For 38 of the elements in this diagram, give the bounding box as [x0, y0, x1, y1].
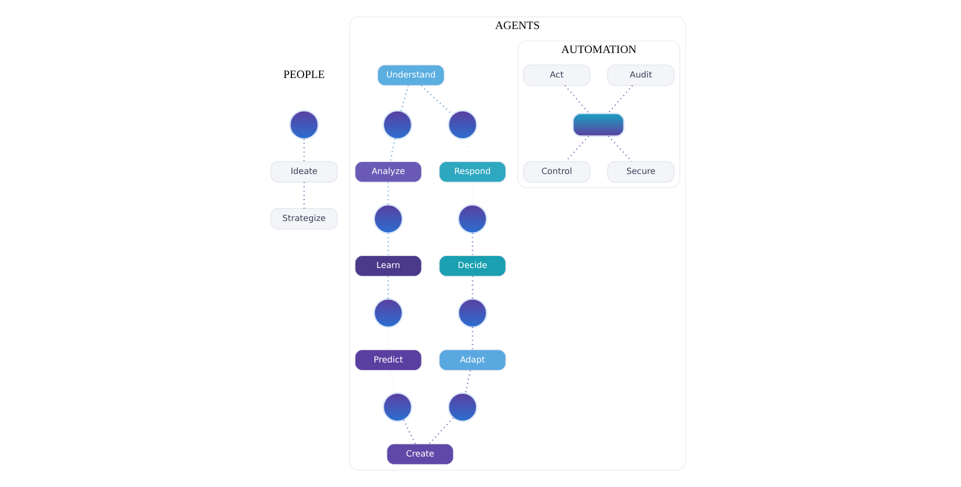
connector — [608, 136, 632, 162]
connector — [464, 138, 471, 162]
node-box: Control — [522, 161, 590, 182]
connector — [606, 85, 632, 114]
connector — [389, 138, 396, 162]
node-circle — [382, 392, 412, 422]
connector — [564, 136, 589, 162]
connector — [564, 85, 590, 114]
node-box: Act — [522, 64, 590, 86]
node-box: Create — [386, 444, 454, 465]
node-box: Ideate — [270, 161, 338, 182]
node-box: Secure — [606, 161, 674, 182]
node-circle — [447, 392, 477, 422]
connector — [302, 138, 304, 162]
node-box: Predict — [354, 349, 422, 371]
connector — [428, 418, 454, 444]
connector — [402, 420, 416, 444]
node-box: Adapt — [438, 349, 506, 371]
node-box: Respond — [438, 161, 506, 182]
node-pill — [572, 112, 624, 137]
node-circle — [457, 204, 487, 234]
node-circle — [372, 204, 403, 234]
node-circle — [447, 110, 477, 140]
connector — [400, 86, 408, 112]
node-box: Understand — [376, 64, 444, 86]
node-box: Analyze — [354, 161, 422, 182]
node-circle — [457, 298, 487, 328]
connector — [389, 370, 395, 394]
node-circle — [372, 298, 403, 328]
node-box: Learn — [354, 255, 422, 277]
node-box: Decide — [438, 255, 506, 277]
node-circle — [288, 110, 318, 140]
label: PEOPLE — [282, 68, 324, 81]
node-box: Audit — [606, 64, 674, 86]
node-box: Strategize — [270, 208, 338, 230]
node-circle — [382, 110, 412, 140]
connector — [420, 85, 452, 116]
connector — [464, 370, 471, 394]
